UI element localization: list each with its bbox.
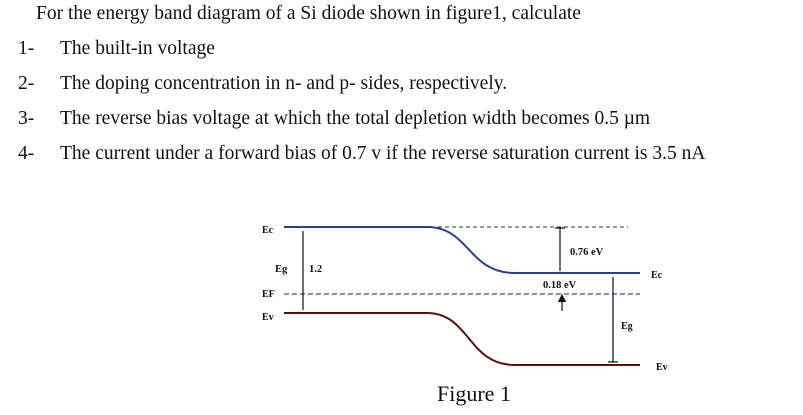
question-item-1: 1- The built-in voltage: [18, 38, 215, 60]
ef-left-label: EF: [262, 289, 275, 300]
question-item-4: 4- The current under a forward bias of 0.…: [18, 143, 705, 165]
eg-left-label: Eg: [275, 264, 288, 275]
problem-intro: For the energy band diagram of a Si diod…: [36, 3, 581, 24]
question-number: 1-: [18, 38, 35, 59]
question-number: 3-: [18, 108, 35, 129]
question-number: 4-: [18, 143, 35, 164]
question-text: The built-in voltage: [60, 38, 215, 59]
eg-right-label: Eg: [621, 321, 633, 332]
ev-right-label: Ev: [656, 362, 668, 373]
question-text: The doping concentration in n- and p- si…: [60, 73, 508, 94]
ec-left-label: Ec: [262, 225, 274, 236]
delta-top-label: 0.76 eV: [570, 247, 604, 258]
question-text: The current under a forward bias of 0.7 …: [60, 143, 706, 164]
question-item-3: 3- The reverse bias voltage at which the …: [18, 108, 650, 130]
question-item-2: 2- The doping concentration in n- and p- …: [18, 73, 507, 95]
question-text: The reverse bias voltage at which the to…: [60, 108, 651, 129]
valence-band-line: [284, 312, 640, 366]
ev-left-label: Ev: [262, 312, 274, 323]
figure-caption: Figure 1: [437, 381, 511, 406]
question-number: 2-: [18, 73, 35, 94]
delta-fermi-label: 0.18 eV: [543, 280, 577, 291]
eg-value-label: 1.2: [309, 264, 322, 275]
ec-right-label: Ec: [651, 270, 663, 281]
conduction-band-line: [284, 226, 640, 274]
